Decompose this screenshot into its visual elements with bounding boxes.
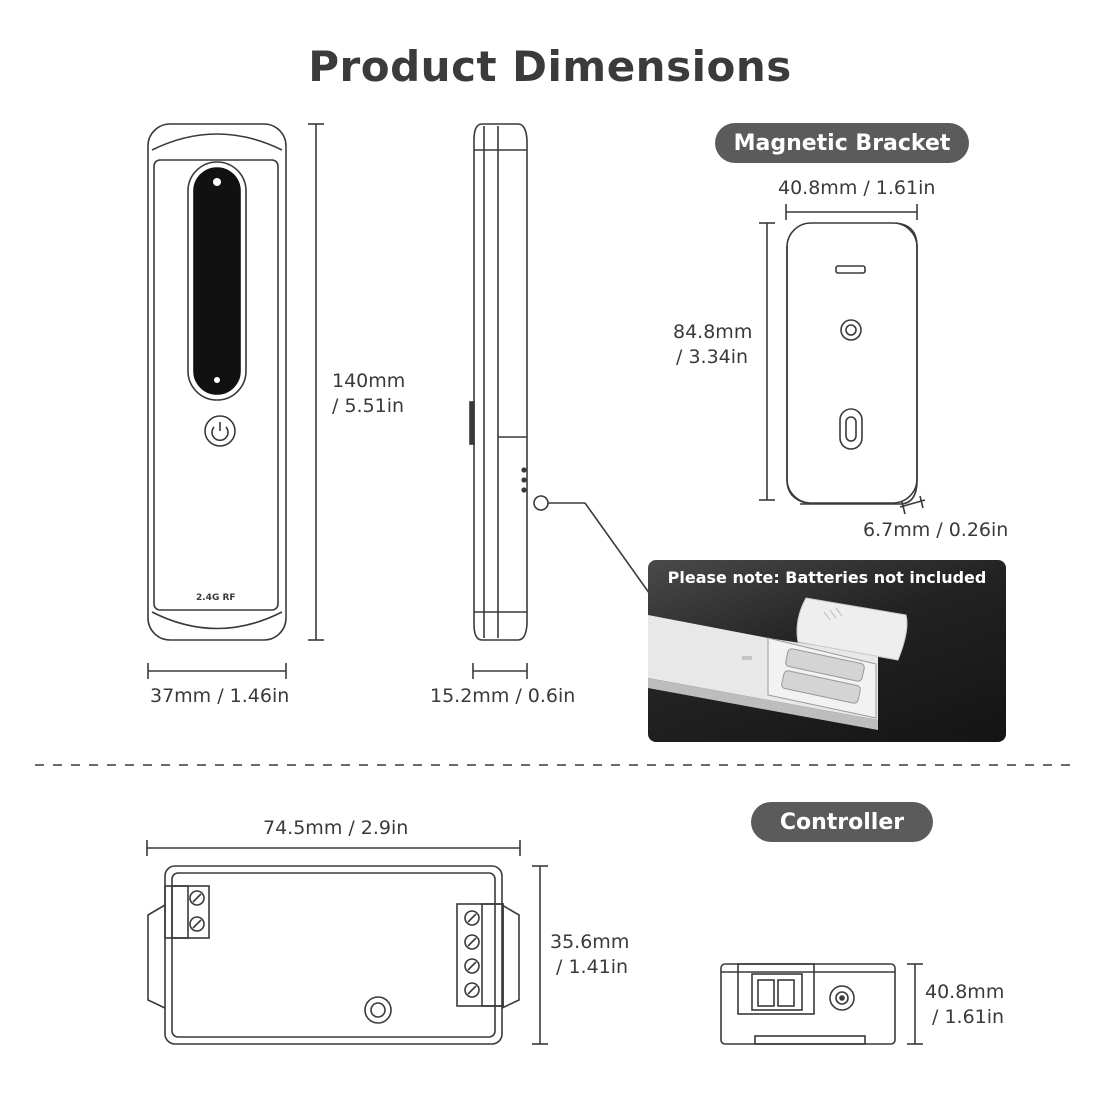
controller-top-drawing xyxy=(147,865,520,1045)
remote-width-label: 37mm / 1.46in xyxy=(150,685,290,707)
remote-front-drawing xyxy=(147,123,287,641)
remote-depth-label: 15.2mm / 0.6in xyxy=(430,685,576,707)
page-title: Product Dimensions xyxy=(308,42,792,91)
remote-height-mm: 140mm xyxy=(332,370,406,392)
controller-height-in: / 1.41in xyxy=(556,956,629,978)
rf-badge: 2.4G RF xyxy=(196,593,236,603)
bracket-width-label: 40.8mm / 1.61in xyxy=(778,177,936,199)
bracket-height-in: / 3.34in xyxy=(676,346,749,368)
remote-height-in: / 5.51in xyxy=(332,395,405,417)
remote-side-drawing xyxy=(469,123,653,641)
controller-side-drawing xyxy=(720,963,896,1045)
battery-photo: Please note: Batteries not included xyxy=(648,560,1006,742)
controller-height-mm: 35.6mm xyxy=(550,931,630,953)
bracket-depth-label: 6.7mm / 0.26in xyxy=(863,519,1009,541)
bracket-height-mm: 84.8mm xyxy=(673,321,753,343)
magnetic-bracket-drawing xyxy=(786,222,918,505)
controller-length-label: 74.5mm / 2.9in xyxy=(263,817,409,839)
controller-badge: Controller xyxy=(751,802,933,842)
magnetic-bracket-badge: Magnetic Bracket xyxy=(715,123,969,163)
remote-battery-illustration xyxy=(648,597,908,730)
controller-side-in: / 1.61in xyxy=(932,1006,1005,1028)
battery-note: Please note: Batteries not included xyxy=(667,568,987,587)
controller-side-mm: 40.8mm xyxy=(925,981,1005,1003)
